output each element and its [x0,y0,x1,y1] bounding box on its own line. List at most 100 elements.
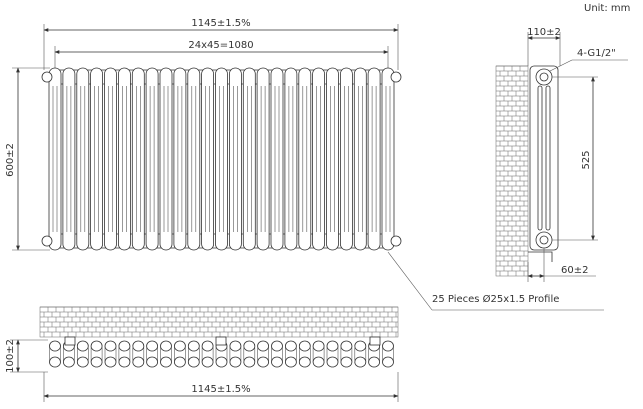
plan-column-back [49,356,61,368]
radiator-column [256,67,270,251]
plan-bracket [215,336,227,346]
plan-column-front [187,340,200,352]
plan-column-back [382,356,394,368]
plan-column-front [271,340,283,352]
plan-column-back [257,356,270,368]
centers-width-label: 24x45=1080 [188,40,253,51]
plan-column-back [368,356,381,368]
plan-column-back [215,356,228,368]
wall-brick-pattern [496,65,528,276]
plan-column-front [382,340,394,352]
radiator-column [104,67,117,251]
plan-column-front [257,340,270,352]
radiator-column [367,67,381,251]
valve-top-right [390,71,402,83]
plan-column-front [229,340,242,352]
plan-column-front [146,340,159,352]
plan-column-back [187,356,200,368]
radiator-column [270,67,284,251]
radiator-column [353,67,367,251]
wall-gap-label: 60±2 [561,265,588,276]
plan-column-front [243,340,256,352]
radiator-column [215,67,228,251]
plan-column-back [173,356,186,368]
plan-column-back [326,356,339,368]
plan-column-front [284,340,297,352]
radiator-column [228,67,242,251]
plan-width-label: 1145±1.5% [191,384,250,395]
plan-column-front [298,340,311,352]
plan-column-front [76,340,89,352]
radiator-column [48,67,62,251]
plan-column-back [340,356,353,368]
radiator-column [284,67,298,251]
plan-column-front [160,340,172,352]
callout-label: 25 Pieces Ø25x1.5 Profile [432,293,559,305]
radiator-column [187,67,201,251]
plan-column-front [132,340,145,352]
plan-column-back [76,356,89,368]
radiator-column [173,67,187,251]
plan-column-back [104,356,117,368]
radiator-column [118,67,131,251]
plan-column-back [132,356,145,368]
plan-column-front [312,340,325,352]
radiator-column [145,67,159,251]
connections-label: 4-G1/2" [577,48,616,59]
plan-column-back [284,356,297,368]
valve-top-left [41,71,53,83]
plan-column-front [90,340,103,352]
radiator-columns [48,67,395,251]
plan-column-front [201,340,214,352]
plan-column-back [160,356,172,368]
plan-column-front [173,340,186,352]
radiator-column [242,67,256,251]
connection-top-inner [539,72,549,82]
plan-column-back [90,356,103,368]
plan-column-back [298,356,311,368]
plan-column-front [118,340,131,352]
side-slot-1 [537,85,543,231]
radiator-column [159,67,173,251]
radiator-column [381,67,395,251]
plan-view: 100±2 1145±1.5% [5,306,399,402]
plan-column-back [243,356,256,368]
plan-column-back [271,356,283,368]
radiator-column [62,67,76,251]
radiator-side-body [529,65,559,251]
radiator-column [76,67,90,251]
plan-bracket [64,336,76,346]
pipe-centers-label: 525 [581,150,592,169]
wall-bracket [528,251,553,262]
radiator-column [90,67,103,251]
plan-column-back [229,356,242,368]
depth-label: 110±2 [527,27,561,38]
plan-column-back [312,356,325,368]
plan-column-front [340,340,353,352]
side-view: 110±2 4-G1/2" 525 60±2 [495,27,628,282]
plan-column-back [146,356,159,368]
plan-column-front [104,340,117,352]
profile-callout: 25 Pieces Ø25x1.5 Profile [387,251,604,311]
plan-brick-pattern [40,306,398,337]
overall-width-label: 1145±1.5% [191,18,250,29]
radiator-column [339,67,353,251]
plan-bracket [369,336,381,346]
front-view: 1145±1.5% 24x45=1080 600±2 [5,18,402,251]
radiator-column [131,67,145,251]
radiator-column [201,67,215,251]
plan-column-back [354,356,367,368]
plan-column-front [49,340,61,352]
plan-column-front [326,340,339,352]
unit-label: Unit: mm [584,3,630,14]
plan-depth-label: 100±2 [5,339,16,373]
valve-bottom-right [390,235,402,247]
radiator-column [326,67,339,251]
connection-bottom-inner [539,235,549,245]
height-label: 600±2 [5,143,16,177]
plan-column-back [63,356,75,368]
plan-column-back [201,356,214,368]
callout-leader [387,251,433,311]
